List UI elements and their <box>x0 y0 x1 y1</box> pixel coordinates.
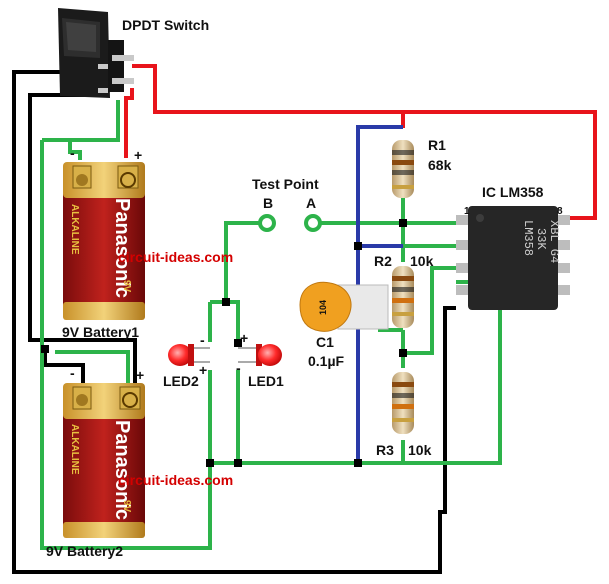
red-wire-batt1 <box>124 88 134 158</box>
junction-dot <box>354 459 362 467</box>
battery1-minus: - <box>70 145 75 161</box>
resistor-r3: R3 10k <box>376 372 432 458</box>
test-point-a <box>304 214 322 232</box>
capacitor-value: 0.1µF <box>308 353 345 369</box>
green-wire-batt1-minus <box>68 100 120 160</box>
green-wire-left <box>40 140 212 550</box>
battery1-plus: + <box>134 147 142 163</box>
black-wire-batt2-minus <box>43 350 85 383</box>
junction-dots <box>41 219 407 467</box>
r3-name: R3 <box>376 442 394 458</box>
junction-dot <box>234 339 242 347</box>
test-point-b <box>258 214 276 232</box>
red-wire-main <box>132 64 597 220</box>
r3-value: 10k <box>408 442 432 458</box>
junction-dot <box>399 349 407 357</box>
battery2-plus: + <box>136 367 144 383</box>
junction-dot <box>234 459 242 467</box>
test-point-a-label: A <box>306 195 316 211</box>
capacitor-c1: 104 C1 0.1µF <box>299 281 389 369</box>
capacitor-marking: 104 <box>318 300 328 315</box>
green-wire-batt-series <box>55 350 130 383</box>
led1-minus: - <box>236 360 241 376</box>
led1-label: LED1 <box>248 373 284 389</box>
black-wire-inner <box>28 93 137 383</box>
r1-value: 68k <box>428 157 452 173</box>
led1-plus: + <box>240 330 248 346</box>
led2-plus: + <box>199 362 207 378</box>
watermark-bottom: circuit-ideas.com <box>118 472 233 488</box>
ic-lm358: IC LM358 1 8 LM358 33K XBL G4 <box>456 184 570 310</box>
battery2-label: 9V Battery2 <box>46 543 123 559</box>
test-point-b-label: B <box>263 195 273 211</box>
battery1-type: ALKALINE <box>69 204 80 255</box>
wires <box>12 64 597 574</box>
junction-dot <box>354 242 362 250</box>
green-wire-testpoint-b <box>224 221 262 302</box>
junction-dot <box>222 298 230 306</box>
led2: - + LED2 <box>163 332 210 389</box>
test-point[interactable]: Test Point B A <box>252 176 322 232</box>
green-wire-mid-to-ic <box>403 266 456 355</box>
ic-pin1: 1 <box>464 206 470 217</box>
ic-label: IC LM358 <box>482 184 544 200</box>
resistor-r1: R1 68k <box>392 137 452 198</box>
ic-marking-1: LM358 <box>521 220 535 256</box>
junction-dot <box>399 219 407 227</box>
r2-name: R2 <box>374 253 392 269</box>
black-wire-outer <box>12 70 456 574</box>
battery2-brand: Panasonic <box>111 420 133 520</box>
ic-pin8: 8 <box>557 206 563 217</box>
battery1-label: 9V Battery1 <box>62 324 139 340</box>
battery1: Panasonic ALKALINE 9V - + 9V Battery1 <box>62 145 145 340</box>
switch-label: DPDT Switch <box>122 17 209 33</box>
test-point-title: Test Point <box>252 176 319 192</box>
led2-minus: - <box>200 332 205 348</box>
green-wire-led-top <box>210 300 240 340</box>
dpdt-switch[interactable]: DPDT Switch <box>58 8 209 98</box>
junction-dot <box>206 459 214 467</box>
watermark-top: circuit-ideas.com <box>118 249 233 265</box>
junction-dot <box>41 345 49 353</box>
battery1-voltage: 9V <box>121 280 132 293</box>
blue-wire-left <box>356 125 403 463</box>
capacitor-name: C1 <box>316 334 334 350</box>
battery2-voltage: 9V <box>121 500 132 513</box>
led2-label: LED2 <box>163 373 199 389</box>
battery2-minus: - <box>70 365 75 381</box>
battery1-brand: Panasonic <box>111 198 133 298</box>
ic-marking-3: XBL G4 <box>547 220 561 263</box>
led1: + - LED1 <box>236 330 284 389</box>
r1-name: R1 <box>428 137 446 153</box>
battery2: Panasonic ALKALINE 9V - + 9V Battery2 <box>46 365 145 559</box>
r2-value: 10k <box>410 253 434 269</box>
resistor-r2: R2 10k <box>374 253 434 328</box>
battery2-type: ALKALINE <box>69 424 80 475</box>
ic-marking-2: 33K <box>534 228 548 250</box>
